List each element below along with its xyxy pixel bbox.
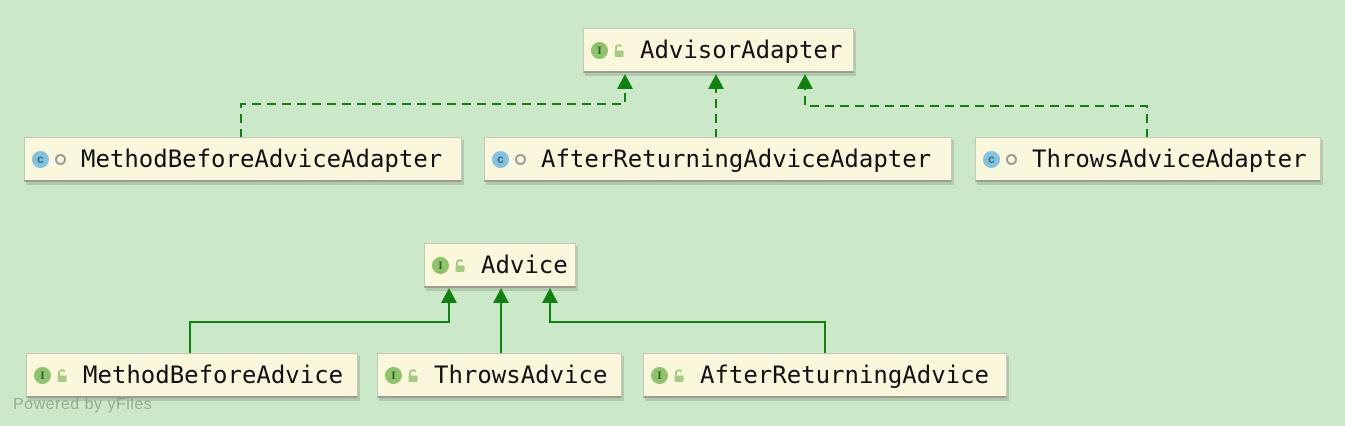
edge-implements-methodbeforeadviceadapter[interactable]	[240, 88, 626, 138]
node-methodbeforeadvice[interactable]: I MethodBeforeAdvice	[26, 353, 358, 398]
open-lock-icon	[55, 368, 69, 383]
node-throwsadviceadapter[interactable]: c ThrowsAdviceAdapter	[975, 137, 1321, 182]
node-label: AfterReturningAdviceAdapter	[541, 145, 932, 173]
node-label: MethodBeforeAdvice	[83, 361, 344, 389]
node-advice[interactable]: I Advice	[424, 243, 576, 288]
class-icon: c	[492, 150, 509, 168]
package-private-icon	[513, 152, 527, 167]
edge-extends-afterreturningadvice[interactable]	[549, 302, 826, 353]
edge-extends-methodbeforeadvice[interactable]	[189, 302, 450, 353]
package-private-icon	[53, 152, 67, 167]
open-lock-icon	[612, 43, 626, 58]
edge-implements-throwsadviceadapter[interactable]	[804, 88, 1148, 138]
arrowhead-icon	[441, 288, 457, 303]
interface-icon: I	[385, 366, 402, 384]
class-icon: c	[32, 150, 49, 168]
node-afterreturningadviceadapter[interactable]: c AfterReturningAdviceAdapter	[484, 137, 952, 182]
interface-icon: I	[651, 366, 668, 384]
interface-icon: I	[591, 41, 608, 59]
node-label: AdvisorAdapter	[640, 36, 843, 64]
node-label: Advice	[481, 251, 568, 279]
arrowhead-icon	[797, 74, 813, 89]
class-icon: c	[983, 150, 1000, 168]
node-throwsadvice[interactable]: I ThrowsAdvice	[377, 353, 622, 398]
node-label: MethodBeforeAdviceAdapter	[81, 145, 443, 173]
node-label: ThrowsAdvice	[434, 361, 608, 389]
package-private-icon	[1004, 152, 1018, 167]
open-lock-icon	[672, 368, 686, 383]
yfiles-watermark: Powered by yFiles	[13, 396, 153, 413]
node-advisoradapter[interactable]: I AdvisorAdapter	[583, 28, 854, 73]
arrowhead-icon	[617, 74, 633, 89]
open-lock-icon	[453, 258, 467, 273]
node-methodbeforeadviceadapter[interactable]: c MethodBeforeAdviceAdapter	[24, 137, 462, 182]
node-label: AfterReturningAdvice	[700, 361, 989, 389]
node-label: ThrowsAdviceAdapter	[1032, 145, 1307, 173]
arrowhead-icon	[708, 74, 724, 89]
interface-icon: I	[34, 366, 51, 384]
open-lock-icon	[406, 368, 420, 383]
interface-icon: I	[432, 256, 449, 274]
arrowhead-icon	[542, 288, 558, 303]
arrowhead-icon	[493, 288, 509, 303]
node-afterreturningadvice[interactable]: I AfterReturningAdvice	[643, 353, 1007, 398]
